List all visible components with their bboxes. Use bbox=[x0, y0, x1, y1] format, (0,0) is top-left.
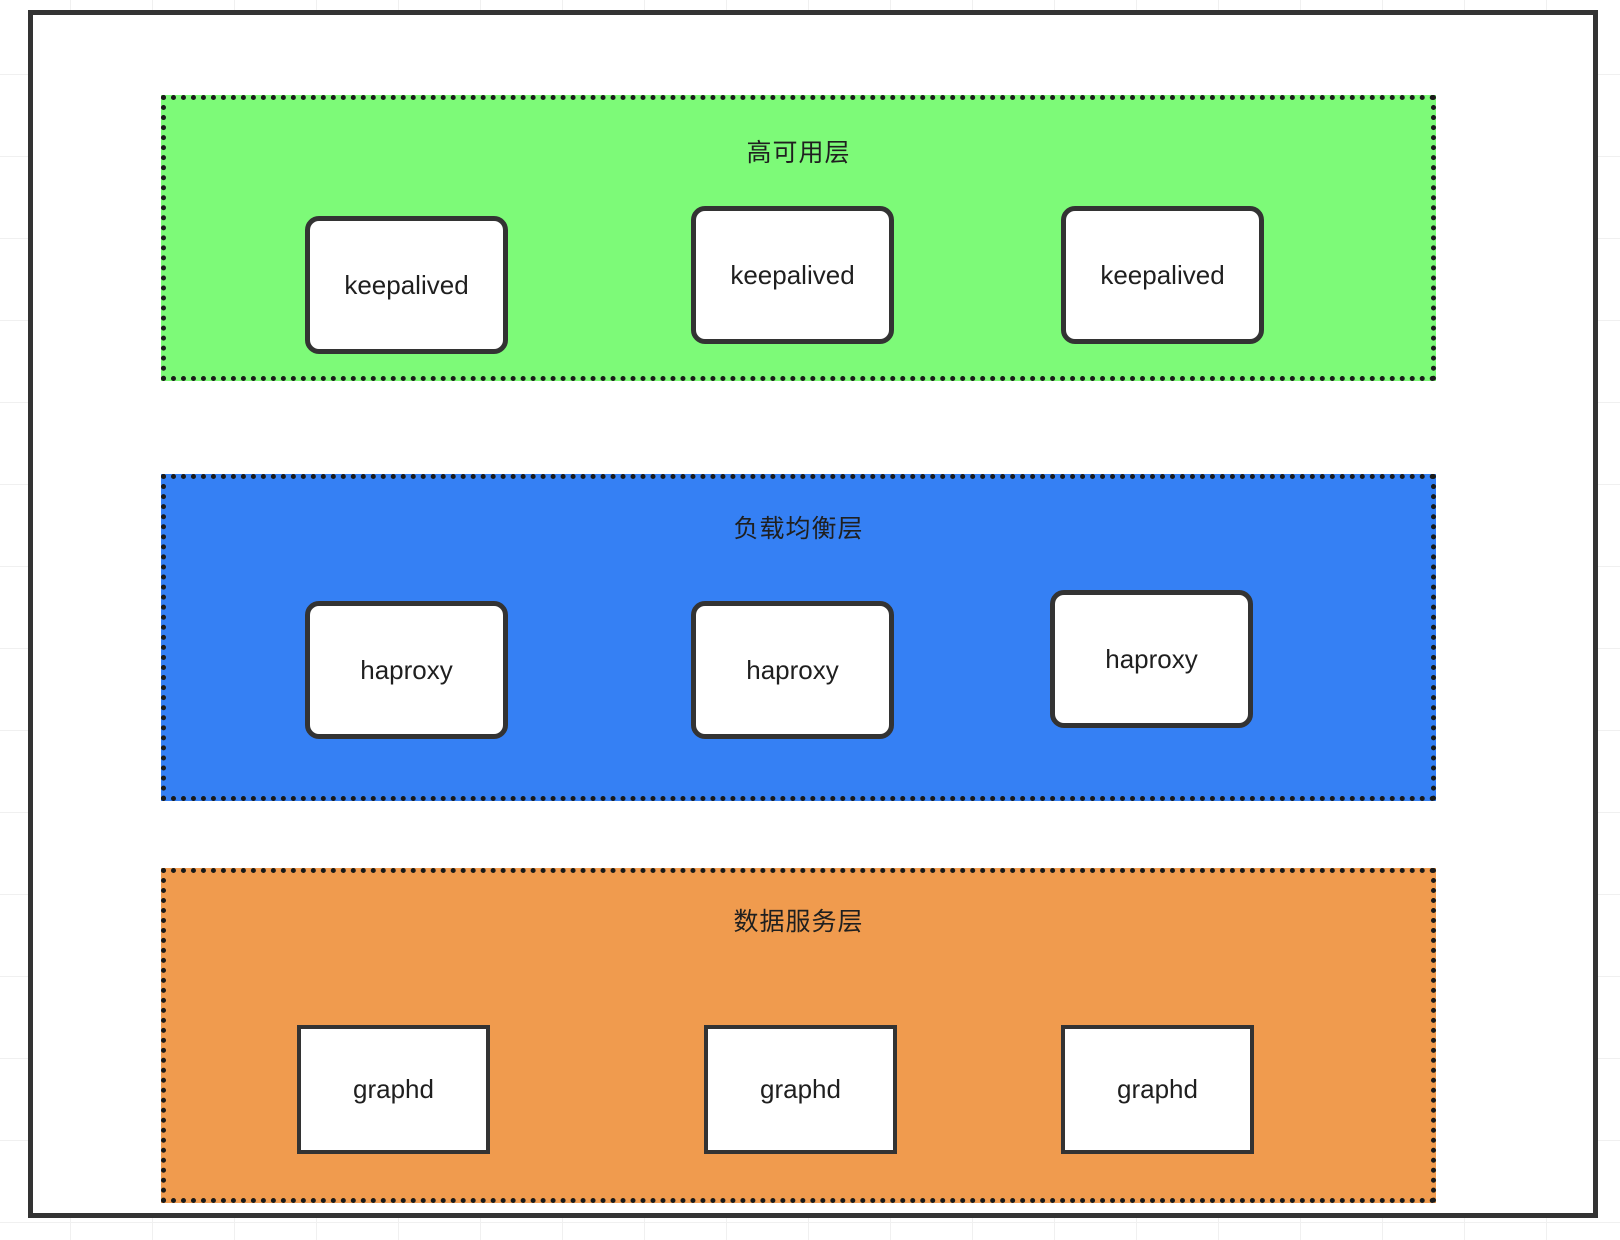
node-keepalived-1[interactable]: keepalived bbox=[305, 216, 508, 354]
layer-high-availability[interactable]: 高可用层 keepalived keepalived keepalived bbox=[161, 95, 1436, 381]
node-haproxy-2[interactable]: haproxy bbox=[691, 601, 894, 739]
node-haproxy-3[interactable]: haproxy bbox=[1050, 590, 1253, 728]
node-keepalived-2[interactable]: keepalived bbox=[691, 206, 894, 344]
node-graphd-1[interactable]: graphd bbox=[297, 1025, 490, 1154]
node-graphd-3[interactable]: graphd bbox=[1061, 1025, 1254, 1154]
layer-title-data-service: 数据服务层 bbox=[733, 908, 864, 936]
node-graphd-2[interactable]: graphd bbox=[704, 1025, 897, 1154]
layer-title-high-availability: 高可用层 bbox=[746, 139, 851, 167]
layer-title-load-balancing: 负载均衡层 bbox=[733, 515, 864, 543]
layer-data-service[interactable]: 数据服务层 graphd graphd graphd bbox=[161, 868, 1436, 1203]
node-haproxy-1[interactable]: haproxy bbox=[305, 601, 508, 739]
layer-load-balancing[interactable]: 负载均衡层 haproxy haproxy haproxy bbox=[161, 474, 1436, 801]
diagram-frame: 高可用层 keepalived keepalived keepalived 负载… bbox=[28, 10, 1598, 1218]
node-keepalived-3[interactable]: keepalived bbox=[1061, 206, 1264, 344]
